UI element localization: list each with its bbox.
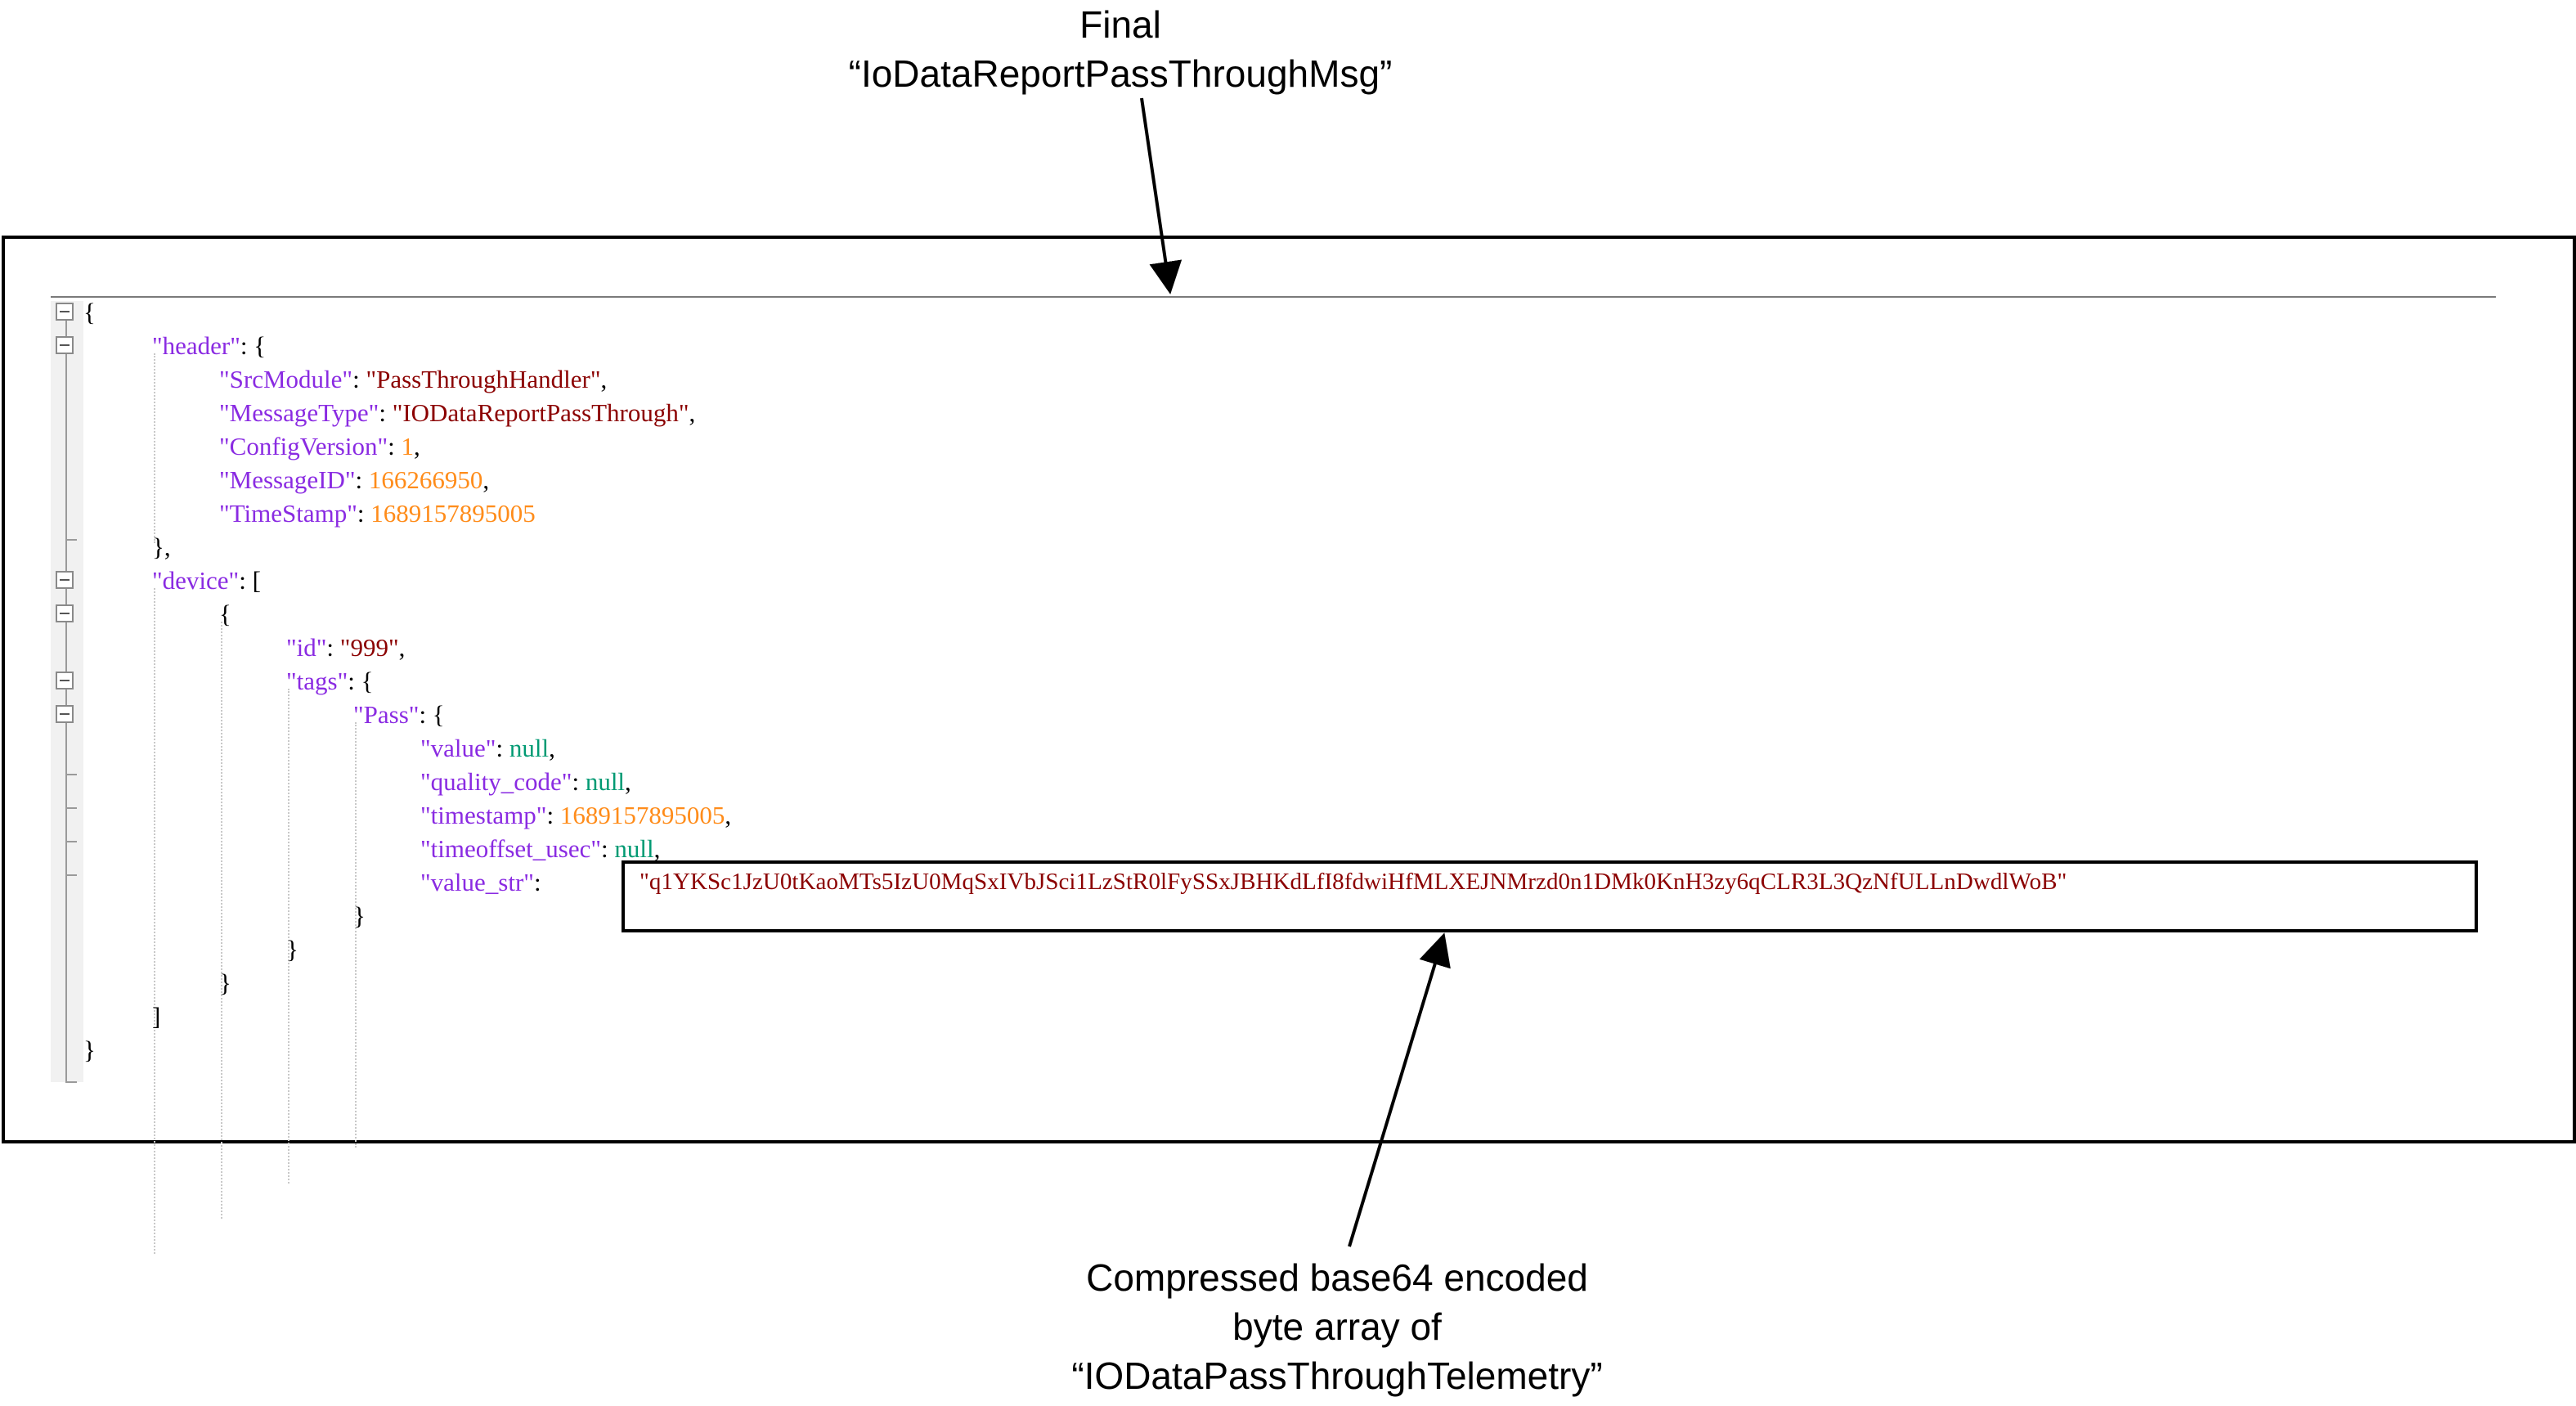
root-close-brace: } [83,1035,96,1064]
fold-collapse-icon[interactable] [56,336,74,354]
editor-top-rule [51,296,2496,298]
json-string-value: "IODataReportPassThrough" [392,398,689,427]
arrow-to-message [1140,97,1183,294]
fold-end-device-item [65,841,77,842]
indent-guide [154,353,155,543]
code-line: "SrcModule": "PassThroughHandler", [219,365,608,393]
code-line: "ConfigVersion": 1, [219,432,420,460]
code-line: } [83,1033,96,1067]
code-line: "value_str": "q1YKSc1JzU0tKaoMTs5IzU0MqS… [420,865,2067,899]
value-str-highlight-box [622,860,2478,932]
code-line: } [353,901,366,930]
indent-guide [154,588,155,1254]
bottom-caption-line-2: byte array of [1232,1305,1442,1348]
bottom-caption-line-3: “IODataPassThroughTelemetry” [1071,1354,1603,1397]
code-line: { [219,600,231,628]
json-number-value: 1 [401,432,415,460]
arrow-to-value-str [1348,932,1451,1247]
code-line: } [219,968,231,997]
indent-guide [221,622,222,1219]
top-caption: Final “IoDataReportPassThroughMsg” [834,0,1407,98]
json-key: "Pass" [353,700,420,729]
json-key: "MessageType" [219,398,379,427]
fold-collapse-icon[interactable] [56,705,74,723]
code-line: ] [152,1002,161,1031]
code-line: "id": "999", [286,633,406,662]
json-null-value: null [585,767,626,796]
json-key: "header" [152,331,240,360]
json-key: "ConfigVersion" [219,432,388,460]
json-editor-frame: { "header": { "SrcModule": "PassThroughH… [2,236,2576,1254]
fold-gutter [51,301,83,1082]
json-number-value: 1689157895005 [370,499,536,528]
top-caption-line-1: Final [1079,3,1161,46]
json-key: "SrcModule" [219,365,353,393]
code-line: "Pass": { [353,700,445,729]
indent-guide [355,722,357,1148]
json-key: "timeoffset_usec" [420,834,602,863]
json-key: "id" [286,633,327,662]
json-number-value: 166266950 [368,465,483,494]
code-line: "device": [ [152,566,261,595]
json-key: "tags" [286,667,348,695]
code-line: "tags": { [286,667,374,695]
json-key: "timestamp" [420,801,547,829]
bottom-caption-line-1: Compressed base64 encoded [1086,1256,1588,1299]
fold-end-tags [65,807,77,809]
json-string-value: "999" [339,633,399,662]
fold-collapse-icon[interactable] [56,672,74,690]
json-string-value: "PassThroughHandler" [366,365,601,393]
json-key: "quality_code" [420,767,572,796]
code-line: "timestamp": 1689157895005, [420,801,732,829]
top-caption-line-2: “IoDataReportPassThroughMsg” [848,52,1393,95]
fold-collapse-icon[interactable] [56,604,74,622]
fold-end-pass [65,774,77,775]
fold-collapse-icon[interactable] [56,303,74,321]
code-line: "quality_code": null, [420,767,631,796]
fold-end-root [65,1081,77,1083]
root-open-brace: { [83,298,96,326]
code-line: } [286,935,298,964]
json-key: "device" [152,566,240,595]
fold-collapse-icon[interactable] [56,571,74,589]
code-line: "value": null, [420,734,555,762]
json-number-value: 1689157895005 [559,801,725,829]
json-key: "MessageID" [219,465,356,494]
code-line: "header": { [152,331,267,360]
code-line: "MessageType": "IODataReportPassThrough"… [219,398,696,427]
json-key: "value_str" [420,868,534,896]
fold-end-device [65,874,77,876]
json-null-value: null [509,734,550,762]
json-key: "TimeStamp" [219,499,357,528]
code-line: "TimeStamp": 1689157895005 [219,499,536,528]
code-line: }, [152,532,171,561]
indent-guide [288,689,289,1184]
json-null-value: null [614,834,654,863]
code-line: "MessageID": 166266950, [219,465,490,494]
code-line: { [83,295,96,329]
code-line: "timeoffset_usec": null, [420,834,661,863]
fold-end-header [65,539,77,541]
bottom-caption: Compressed base64 encoded byte array of … [924,1253,1750,1400]
json-key: "value" [420,734,496,762]
fold-line-root [65,321,67,1081]
value-str-encoded-payload: "q1YKSc1JzU0tKaoMTs5IzU0MqSxIVbJSci1LzSt… [640,869,2067,895]
